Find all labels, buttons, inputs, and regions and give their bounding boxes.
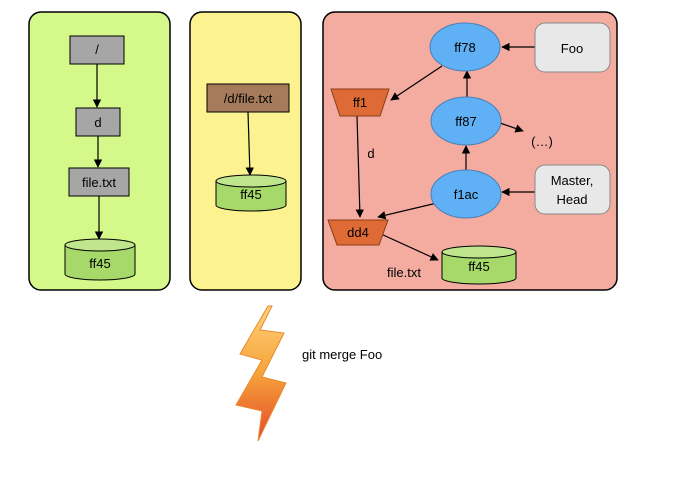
edge-file-label: file.txt xyxy=(387,265,421,280)
edge-ff78-ff1 xyxy=(390,65,443,101)
more-commits-label: (…) xyxy=(531,134,553,149)
ref-master-label-1: Master, xyxy=(551,173,594,188)
tree-dd4-label: dd4 xyxy=(347,225,369,240)
left-file-label: file.txt xyxy=(82,175,116,190)
left-dir-node: d xyxy=(75,107,121,137)
middle-path-label: /d/file.txt xyxy=(224,91,273,106)
commit-f1ac-label: f1ac xyxy=(454,187,479,202)
left-root-label: / xyxy=(95,42,99,57)
middle-blob-node: ff45 xyxy=(215,174,287,212)
left-file-node: file.txt xyxy=(68,167,130,197)
panel-index xyxy=(189,11,302,291)
panel-working-tree xyxy=(28,11,171,291)
repo-blob-node: ff45 xyxy=(441,245,517,285)
lightning-bolt-icon xyxy=(235,305,287,442)
ref-master-node: Master, Head xyxy=(534,164,611,215)
commit-ff78-node: ff78 xyxy=(429,22,501,72)
commit-ff78-label: ff78 xyxy=(454,40,475,55)
repo-blob-label: ff45 xyxy=(468,259,489,274)
caption-text: git merge Foo xyxy=(302,347,382,362)
middle-path-node: /d/file.txt xyxy=(206,83,290,113)
edge-f1ac-dd4 xyxy=(377,202,438,220)
left-blob-node: ff45 xyxy=(64,238,136,281)
commit-ff87-node: ff87 xyxy=(430,96,502,146)
tree-ff1-node: ff1 xyxy=(330,88,390,117)
left-root-node: / xyxy=(69,35,125,65)
tree-dd4-node: dd4 xyxy=(327,219,389,246)
left-blob-label: ff45 xyxy=(89,256,110,271)
edge-ff87-more xyxy=(499,122,524,133)
commit-ff87-label: ff87 xyxy=(455,114,476,129)
tree-ff1-label: ff1 xyxy=(353,95,367,110)
ref-foo-node: Foo xyxy=(534,22,611,73)
middle-blob-label: ff45 xyxy=(240,187,261,202)
edge-dir-label: d xyxy=(367,146,374,161)
commit-f1ac-node: f1ac xyxy=(430,169,502,219)
edge-middle-path-blob xyxy=(245,111,254,176)
ref-foo-label: Foo xyxy=(561,41,583,56)
left-dir-label: d xyxy=(94,115,101,130)
ref-master-label-2: Head xyxy=(556,192,587,207)
edge-ff1-dd4 xyxy=(355,115,364,218)
edge-dd4-blob xyxy=(380,233,439,261)
